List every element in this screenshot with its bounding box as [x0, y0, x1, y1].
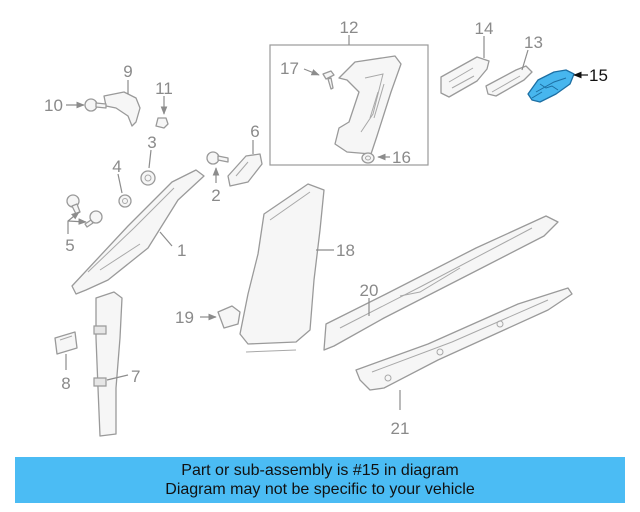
callout-4: 4 [112, 157, 121, 176]
callout-10: 10 [44, 96, 63, 115]
part-21-rocker [355, 287, 573, 391]
info-banner: Part or sub-assembly is #15 in diagram D… [15, 457, 625, 503]
callout-7: 7 [131, 367, 140, 386]
callout-15: 15 [589, 66, 608, 85]
callout-3: 3 [147, 133, 156, 152]
part-3-clip [140, 170, 156, 186]
part-4-clip [118, 194, 132, 208]
callout-8: 8 [61, 374, 70, 393]
callout-21: 21 [391, 419, 410, 438]
part-10-bolt [84, 98, 107, 112]
part-18-b-pillar-trim [239, 183, 325, 353]
part-16-clip [361, 152, 375, 164]
callout-14: 14 [475, 19, 494, 38]
part-19 [217, 305, 241, 329]
callout-2: 2 [211, 186, 220, 205]
callout-1: 1 [177, 241, 186, 260]
part-14 [440, 56, 490, 98]
callout-20: 20 [360, 281, 379, 300]
part-7-lower-pillar [93, 291, 123, 437]
callout-12: 12 [340, 18, 359, 37]
callout-18: 18 [336, 241, 355, 260]
callout-9: 9 [123, 62, 132, 81]
part-2-bolt [206, 151, 229, 165]
part-5-clips [66, 194, 103, 228]
banner-line-2: Diagram may not be specific to your vehi… [165, 481, 475, 498]
callout-5: 5 [65, 236, 74, 255]
callout-11: 11 [155, 79, 173, 98]
part-11-clip [155, 117, 169, 129]
part-1-a-pillar-trim [71, 169, 205, 295]
part-12-kit-box [269, 35, 429, 166]
callout-17: 17 [280, 59, 299, 78]
part-13 [485, 65, 533, 97]
part-20-sill-trim [323, 215, 559, 351]
callout-16: 16 [392, 148, 411, 167]
part-15-highlighted [527, 69, 575, 103]
part-12-trim-panel [334, 55, 402, 155]
callout-13: 13 [524, 33, 543, 52]
part-6 [227, 153, 263, 187]
part-9-bracket [103, 91, 141, 127]
banner-line-1: Part or sub-assembly is #15 in diagram [181, 462, 459, 479]
callout-19: 19 [175, 308, 194, 327]
part-8 [54, 331, 78, 355]
part-17-screw [322, 70, 335, 90]
callout-6: 6 [250, 122, 259, 141]
